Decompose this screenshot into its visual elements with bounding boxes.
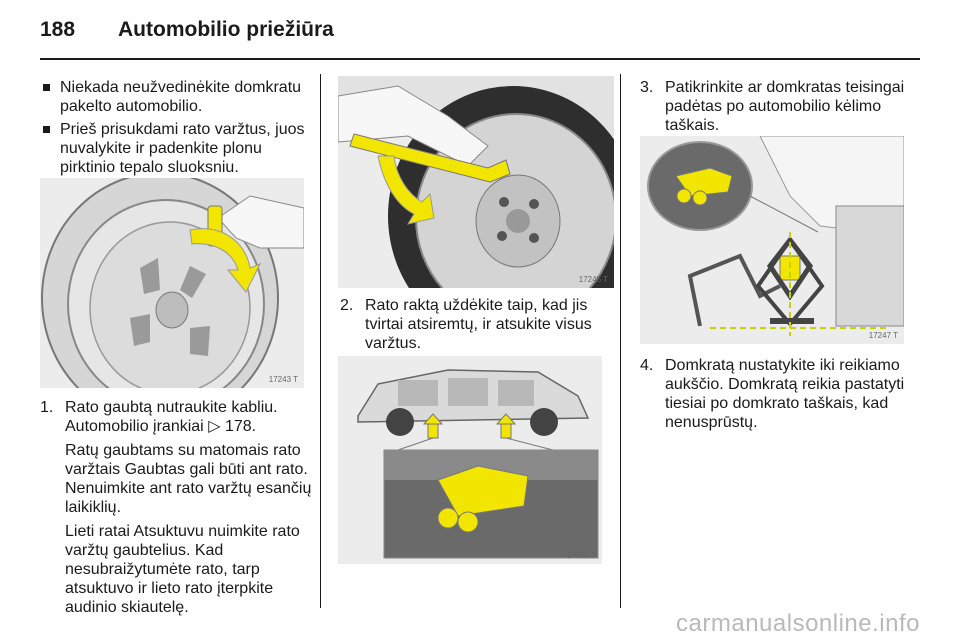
bullet-item: Niekada neužvedinėkite domkratu pakelto … [40, 78, 310, 116]
figure-wheel-wrench: 17245 T [338, 76, 614, 288]
figure-jack-points: 17465 T [338, 356, 602, 564]
step-text-ref: Automobilio įrankiai [65, 418, 204, 435]
figure-hubcap-removal: 17243 T [40, 178, 304, 388]
column-divider-1 [320, 74, 321, 608]
paragraph: Ratų gaubtams su matomais rato varžtais … [65, 442, 312, 516]
figure-code: 17465 T [566, 551, 596, 560]
step-number: 2. [340, 297, 354, 314]
column-divider-2 [620, 74, 621, 608]
step-text: Domkratą nustatykite iki reikiamo aukšči… [665, 357, 905, 431]
step-text: Rato gaubtą nutraukite kabliu. [65, 399, 278, 416]
reference-triangle-icon: ▷ [208, 418, 221, 435]
column-3-steps: 3. Patikrinkite ar domkratas teisingai p… [640, 78, 920, 135]
page-number: 188 [40, 18, 76, 41]
watermark: carmanualsonline.info [676, 610, 920, 637]
step-number: 3. [640, 79, 654, 96]
step-4: 4. Domkratą nustatykite iki reikiamo auk… [640, 356, 920, 432]
figure-code: 17245 T [578, 275, 608, 284]
step-number: 4. [640, 357, 654, 374]
step-text: Rato raktą uždėkite taip, kad jis tvirta… [365, 297, 592, 352]
column-1: Niekada neužvedinėkite domkratu pakelto … [40, 78, 310, 181]
step-number: 1. [40, 399, 54, 416]
column-1-steps: 1. Rato gaubtą nutraukite kabliu. Automo… [40, 398, 312, 617]
column-3-steps-2: 4. Domkratą nustatykite iki reikiamo auk… [640, 356, 920, 432]
column-2-steps: 2. Rato raktą uždėkite taip, kad jis tvi… [340, 296, 612, 353]
step-1: 1. Rato gaubtą nutraukite kabliu. Automo… [40, 398, 312, 436]
figure-jack-positioning: 17247 T [640, 136, 904, 344]
step-3: 3. Patikrinkite ar domkratas teisingai p… [640, 78, 920, 135]
page-title: Automobilio priežiūra [118, 18, 334, 41]
paragraph: Lieti ratai Atsuktuvu nuimkite rato varž… [65, 523, 300, 616]
figure-code: 17243 T [268, 375, 298, 384]
step-2: 2. Rato raktą uždėkite taip, kad jis tvi… [340, 296, 612, 353]
step-text: Patikrinkite ar domkratas teisingai padė… [665, 79, 905, 134]
bullet-item: Prieš prisukdami rato varžtus, juos nuva… [40, 120, 310, 177]
header-rule [40, 58, 920, 60]
figure-code: 17247 T [868, 331, 898, 340]
reference-page-link[interactable]: 178. [224, 418, 257, 435]
